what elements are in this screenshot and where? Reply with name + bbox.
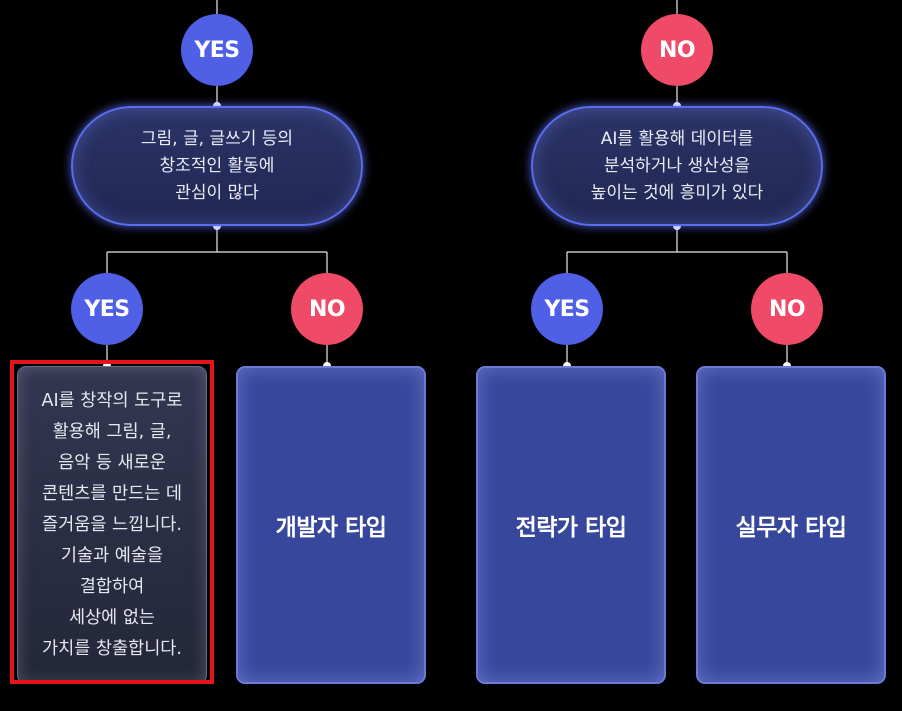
creator-description-card: AI를 창작의 도구로 활용해 그림, 글, 음악 등 새로운 콘텐츠를 만드는… xyxy=(17,366,207,684)
developer-type-card[interactable]: 개발자 타입 xyxy=(236,366,426,684)
left-question-node: 그림, 글, 글쓰기 등의 창조적인 활동에 관심이 많다 xyxy=(71,106,363,226)
left-no-badge: NO xyxy=(291,273,363,345)
practitioner-type-card[interactable]: 실무자 타입 xyxy=(696,366,886,684)
right-yes-badge: YES xyxy=(531,273,603,345)
right-question-node: AI를 활용해 데이터를 분석하거나 생산성을 높이는 것에 흥미가 있다 xyxy=(531,106,823,226)
selection-highlight xyxy=(10,360,214,684)
left-branch-yes-badge: YES xyxy=(181,14,253,86)
right-branch-no-badge: NO xyxy=(641,14,713,86)
right-no-badge: NO xyxy=(751,273,823,345)
left-yes-badge: YES xyxy=(71,273,143,345)
strategist-type-card[interactable]: 전략가 타입 xyxy=(476,366,666,684)
